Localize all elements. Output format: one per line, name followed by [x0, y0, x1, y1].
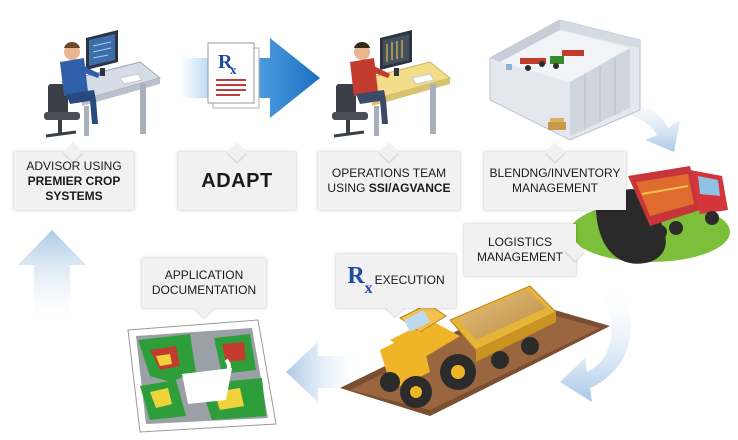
advisor-workstation-illustration	[44, 30, 162, 138]
adapt-label: ADAPT	[201, 169, 273, 192]
advisor-label-line1: ADVISOR USING	[26, 158, 122, 173]
advisor-label-box: ADVISOR USING PREMIER CROP SYSTEMS	[14, 142, 134, 210]
operations-label-prefix: USING	[327, 181, 369, 195]
logistics-label-box: LOGISTICS MANAGEMENT	[464, 224, 585, 276]
blending-label-line2: MANAGEMENT	[511, 181, 598, 195]
tractor-execution-illustration	[340, 285, 610, 416]
flow-arrow-map-to-advisor	[18, 230, 86, 320]
prescription-document-icon: R x	[207, 42, 260, 109]
operations-workstation-illustration	[332, 30, 452, 138]
advisor-label-line3: SYSTEMS	[45, 188, 103, 203]
operations-label-line2: USING SSI/AGVANCE	[327, 181, 450, 196]
operations-label-software: SSI/AGVANCE	[368, 181, 451, 195]
warehouse-illustration	[489, 19, 641, 141]
flow-arrow-execution-to-map	[286, 342, 360, 402]
flow-arrow-truck-to-execution	[560, 290, 631, 402]
adapt-label-box: ADAPT	[178, 142, 296, 210]
svg-text:R: R	[218, 51, 233, 73]
operations-label-box: OPERATIONS TEAM USING SSI/AGVANCE	[318, 142, 460, 210]
yield-map-illustration	[127, 319, 277, 433]
logistics-label-line1: LOGISTICS	[487, 235, 552, 249]
rx-symbol-icon: R	[347, 262, 365, 289]
operations-label-line1: OPERATIONS TEAM	[331, 166, 447, 180]
svg-text:x: x	[230, 62, 237, 77]
application-label-box: APPLICATION DOCUMENTATION	[142, 258, 266, 318]
blending-label-box: BLENDNG/INVENTORY MANAGEMENT	[484, 142, 626, 210]
blending-label-line1: BLENDNG/INVENTORY	[489, 166, 621, 180]
execution-label-box: R x EXECUTION	[336, 254, 456, 317]
execution-label: EXECUTION	[374, 272, 445, 287]
dump-truck-illustration	[570, 166, 730, 264]
logistics-label-line2: MANAGEMENT	[476, 250, 563, 264]
application-label-line1: APPLICATION	[164, 268, 244, 282]
advisor-label-line2: PREMIER CROP	[27, 173, 121, 188]
application-label-line2: DOCUMENTATION	[151, 283, 257, 297]
rx-subscript-icon: x	[364, 279, 373, 297]
